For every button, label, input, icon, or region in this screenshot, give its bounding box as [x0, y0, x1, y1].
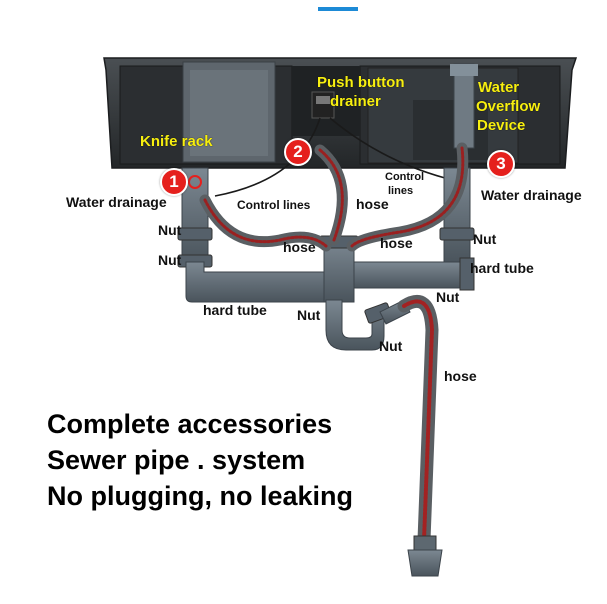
badge-3: 3	[487, 150, 515, 178]
label-water-drainage-left: Water drainage	[66, 194, 167, 210]
label-hard-tube-right: hard tube	[470, 260, 534, 276]
label-overflow-line2: Overflow	[476, 98, 541, 115]
label-nut-6: Nut	[379, 338, 403, 354]
label-hard-tube-left: hard tube	[203, 302, 267, 318]
label-nut-1: Nut	[158, 222, 182, 238]
label-overflow-line1: Water	[478, 79, 520, 96]
label-control-lines-right-1: Control	[385, 171, 425, 183]
tagline-line-3: No plugging, no leaking	[47, 481, 353, 511]
label-control-lines-right-2: lines	[388, 185, 414, 197]
double-sink	[103, 57, 578, 169]
tagline-line-2: Sewer pipe . system	[47, 445, 306, 475]
label-push-button-line1: Push button	[317, 74, 405, 91]
label-hose-drain: hose	[444, 368, 477, 384]
label-water-drainage-right: Water drainage	[481, 187, 582, 203]
label-knife-rack: Knife rack	[140, 133, 213, 150]
label-nut-3: Nut	[473, 231, 497, 247]
badge-1: 1	[160, 168, 188, 196]
accent-bar	[318, 7, 358, 11]
label-control-lines-left: Control lines	[237, 198, 311, 212]
label-hose-right-mid: hose	[380, 235, 413, 251]
label-push-button-line2: drainer	[330, 93, 381, 110]
label-hose-center: hose	[283, 239, 316, 255]
label-nut-4: Nut	[436, 289, 460, 305]
label-overflow-line3: Device	[477, 117, 526, 134]
badge-2: 2	[284, 138, 312, 166]
label-nut-2: Nut	[158, 252, 182, 268]
hoses	[199, 142, 469, 547]
label-hose-right-top: hose	[356, 196, 389, 212]
label-nut-5: Nut	[297, 307, 321, 323]
drain-connector	[407, 535, 443, 577]
tagline-line-1: Complete accessories	[47, 409, 333, 439]
